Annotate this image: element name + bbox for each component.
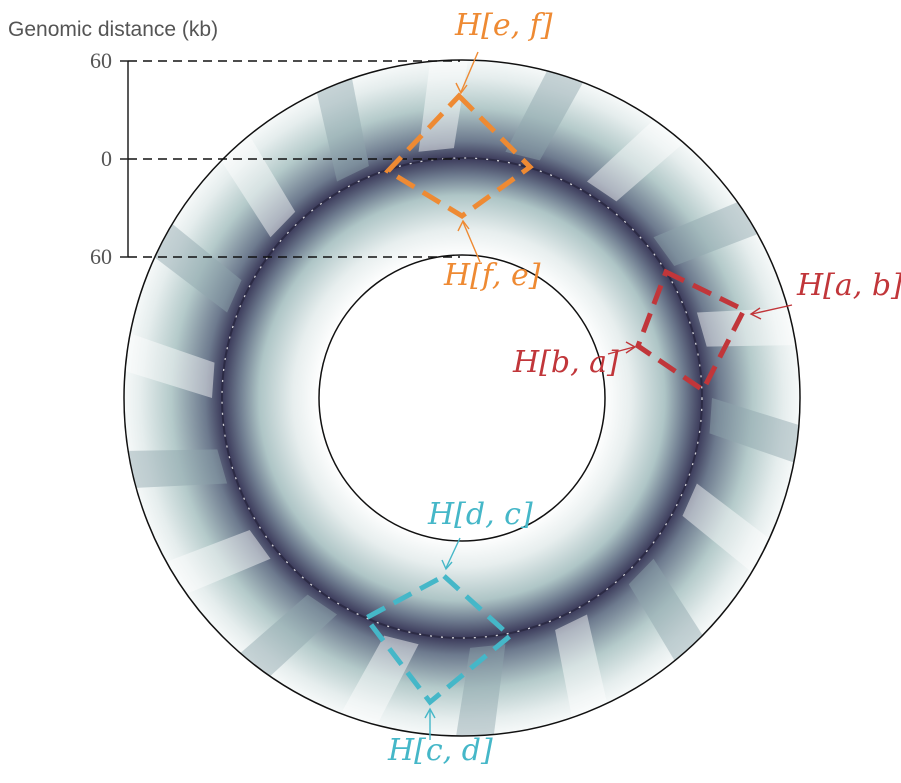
square-dc bbox=[362, 572, 514, 706]
arrow-ef bbox=[460, 51, 479, 93]
arrowhead-dc bbox=[441, 559, 453, 571]
ring-wedge bbox=[709, 398, 799, 463]
tick-label-bottom: 60 bbox=[90, 244, 112, 269]
ring-wedge bbox=[587, 119, 684, 202]
ring-wedge bbox=[628, 558, 703, 661]
ring-wedge bbox=[154, 223, 242, 313]
ring-wedge bbox=[240, 594, 337, 677]
arrowhead-ef bbox=[455, 82, 468, 95]
inner-circle bbox=[318, 254, 606, 542]
arrow-ba bbox=[607, 346, 635, 355]
ring-texture bbox=[125, 60, 799, 736]
ring-wedge bbox=[128, 449, 228, 488]
axis-title: Genomic distance (kb) bbox=[8, 18, 219, 41]
square-ab bbox=[634, 268, 748, 394]
tick-label-mid: 0 bbox=[101, 146, 112, 171]
ring-wedge bbox=[505, 70, 584, 161]
ring-wedge bbox=[125, 333, 215, 398]
arrowhead-ab bbox=[749, 307, 762, 320]
label-fe: H[f, e] bbox=[444, 258, 541, 293]
label-ab: H[a, b] bbox=[797, 268, 901, 303]
square-ef bbox=[384, 92, 534, 219]
arrowhead-fe bbox=[457, 219, 470, 232]
ring-wedge bbox=[653, 202, 758, 266]
ring-wedge bbox=[166, 530, 271, 594]
ring-wedge bbox=[316, 78, 369, 182]
ring-wedge bbox=[555, 614, 608, 718]
arrowhead-cd bbox=[424, 707, 436, 719]
label-dc: H[d, c] bbox=[428, 497, 533, 532]
label-cd: H[c, d] bbox=[388, 733, 493, 768]
ring-wedge bbox=[221, 135, 296, 238]
ring-wedge bbox=[456, 644, 506, 736]
arrow-fe bbox=[462, 221, 481, 263]
label-ba: H[b, a] bbox=[513, 345, 619, 380]
ring-wedge bbox=[682, 483, 770, 573]
tick-label-top: 60 bbox=[90, 48, 112, 73]
ring-wedge bbox=[696, 308, 796, 347]
arrow-dc bbox=[445, 537, 461, 569]
outer-circle bbox=[123, 59, 801, 737]
arrow-ab bbox=[751, 304, 793, 315]
diagonal-dots bbox=[221, 157, 703, 639]
label-ef: H[e, f] bbox=[455, 8, 553, 43]
arrowhead-ba bbox=[625, 341, 637, 354]
